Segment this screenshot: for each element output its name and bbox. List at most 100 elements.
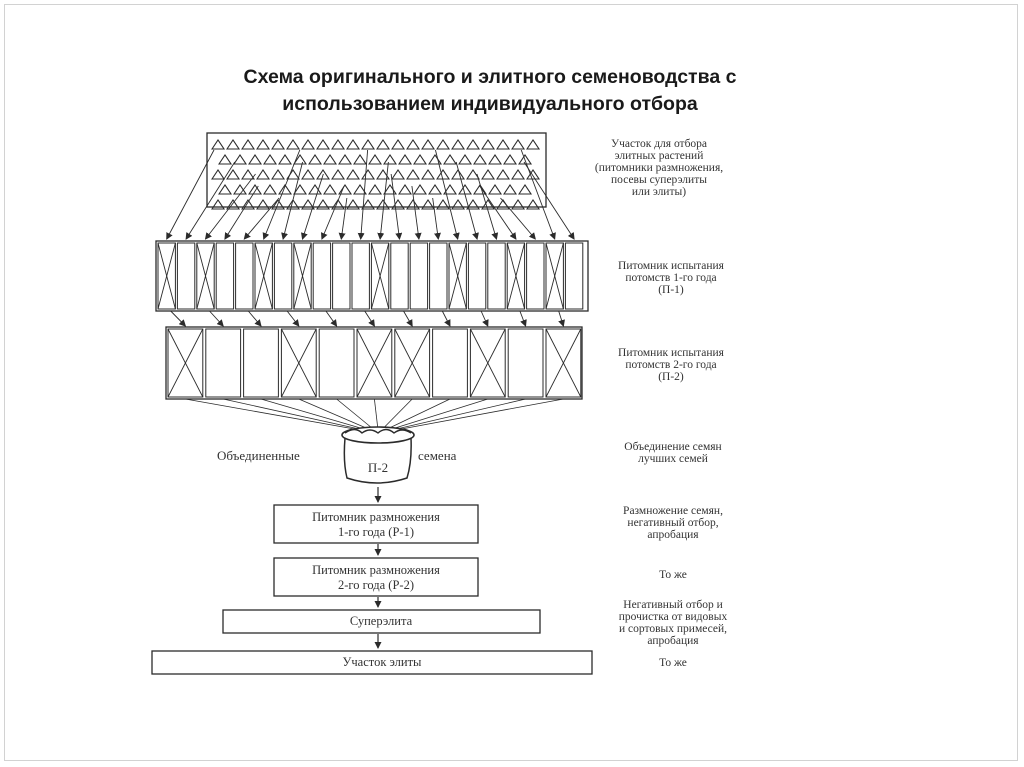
p2-bag-line — [298, 398, 371, 431]
superelite-label: Суперэлита — [350, 614, 413, 628]
plant-triangle — [427, 154, 443, 165]
p1-plot-cross — [157, 242, 176, 310]
svg-text:негативный отбор,: негативный отбор, — [627, 517, 718, 529]
selection-plot-box — [206, 132, 547, 208]
plant-triangle — [495, 139, 511, 150]
plant-triangle — [510, 169, 526, 180]
selection-arrow — [243, 197, 280, 240]
p1-p2-arrow — [480, 310, 489, 327]
selection-arrow — [224, 185, 259, 240]
selection-arrow — [432, 197, 441, 240]
svg-text:апробация: апробация — [647, 529, 699, 541]
p2-bag-line — [185, 398, 361, 431]
stage-label-superelite: Негативный отбор и прочистка от видовых … — [619, 599, 728, 647]
p2-plot — [469, 328, 506, 398]
plant-triangle — [487, 154, 503, 165]
p1-plot — [429, 242, 448, 310]
plant-triangle — [367, 154, 383, 165]
plant-triangle — [405, 199, 421, 210]
elite-plot-box — [151, 650, 593, 675]
p1-plot — [506, 242, 526, 310]
plant-triangle — [510, 139, 526, 150]
selection-arrow — [520, 149, 556, 240]
p1-plot — [157, 242, 176, 310]
plant-triangle — [262, 154, 278, 165]
selection-arrow — [166, 149, 215, 240]
plant-triangle — [292, 184, 308, 195]
plant-triangle — [405, 169, 421, 180]
selection-arrow — [281, 161, 304, 240]
plant-triangle — [210, 199, 226, 210]
plant-triangle — [450, 169, 466, 180]
p1-plot-cross — [370, 242, 390, 310]
plant-triangle — [465, 139, 481, 150]
p2-plot — [280, 328, 317, 398]
plant-triangle — [337, 154, 353, 165]
plant-triangle — [225, 169, 241, 180]
plant-triangle — [480, 169, 496, 180]
svg-text:Питомник испытания: Питомник испытания — [618, 347, 725, 359]
stage-label-combine: Объединение семян лучших семей — [624, 441, 721, 465]
svg-text:апробация: апробация — [647, 635, 699, 647]
bag-label: П-2 — [368, 460, 388, 475]
plant-triangle — [390, 139, 406, 150]
p1-plot — [526, 242, 545, 310]
plant-triangle — [405, 139, 421, 150]
p1-plot — [564, 242, 584, 310]
svg-text:потомств 1-го года: потомств 1-го года — [625, 272, 716, 284]
selection-arrow — [390, 173, 403, 240]
plant-triangle — [510, 199, 526, 210]
plant-triangle — [262, 184, 278, 195]
plant-triangle — [442, 154, 458, 165]
plant-triangle — [300, 169, 316, 180]
p2-plot-cross — [280, 328, 317, 398]
plant-triangle — [285, 139, 301, 150]
title-line-2: использованием индивидуального отбора — [282, 93, 698, 115]
plant-triangle — [345, 139, 361, 150]
p2-to-bag-lines — [185, 398, 564, 431]
p1-plot — [390, 242, 409, 310]
r1-line-1: Питомник размножения — [312, 510, 440, 524]
selection-arrow — [500, 197, 536, 240]
plant-triangle — [210, 169, 226, 180]
plant-triangle — [322, 184, 338, 195]
r1-line-2: 1-го года (Р-1) — [338, 525, 414, 539]
p2-bag-line — [392, 398, 526, 431]
p2-plot-cross — [356, 328, 393, 398]
plant-triangle — [232, 154, 248, 165]
svg-text:(П-2): (П-2) — [658, 371, 684, 383]
plant-triangle — [412, 184, 428, 195]
r1-nursery-box — [273, 504, 479, 544]
plant-triangle — [225, 199, 241, 210]
selection-arrow — [357, 149, 369, 240]
plant-triangle — [367, 184, 383, 195]
plant-triangle — [345, 169, 361, 180]
bag-left-text: Объединенные — [217, 448, 300, 463]
p1-p2-arrow — [364, 310, 375, 327]
plant-triangle — [247, 184, 263, 195]
svg-text:Объединение семян: Объединение семян — [624, 441, 721, 453]
plant-triangle — [210, 139, 226, 150]
p1-plot-cross — [506, 242, 526, 310]
p1-plot-cross — [196, 242, 215, 310]
plant-triangle — [292, 154, 308, 165]
p1-plot — [370, 242, 390, 310]
svg-text:элитных растений: элитных растений — [615, 150, 704, 162]
plant-triangle — [450, 199, 466, 210]
p1-plot-cross — [254, 242, 273, 310]
plant-triangle — [465, 199, 481, 210]
plant-triangle — [435, 199, 451, 210]
p1-plot — [332, 242, 351, 310]
plant-triangle — [315, 199, 331, 210]
plant-triangle — [315, 169, 331, 180]
plant-triangle — [487, 184, 503, 195]
plant-triangle — [457, 184, 473, 195]
p1-plot — [293, 242, 312, 310]
p2-plot — [507, 328, 544, 398]
p2-bag-line — [374, 398, 379, 431]
p1-p2-arrow — [247, 310, 262, 327]
superelite-box — [222, 609, 541, 634]
plant-triangle — [315, 139, 331, 150]
plant-triangle — [502, 184, 518, 195]
